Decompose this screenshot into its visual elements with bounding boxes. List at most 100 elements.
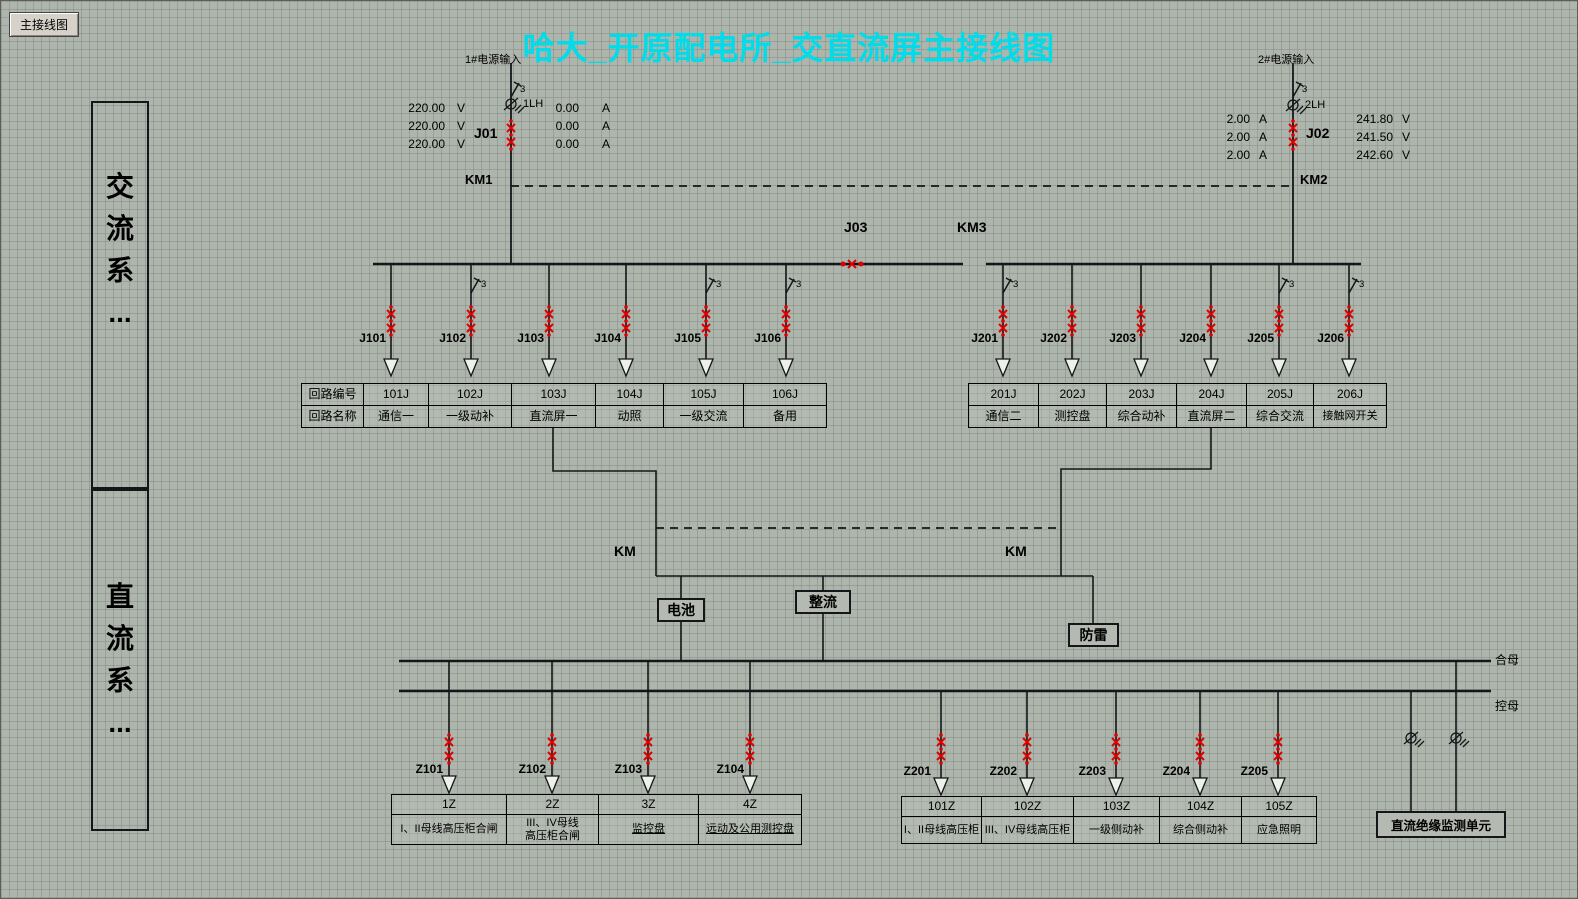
ct-icon bbox=[1403, 731, 1425, 748]
bus-tie-breaker-icon[interactable] bbox=[839, 259, 865, 269]
feeder-arrow-icon bbox=[1270, 777, 1286, 796]
circuit-code-cell: 101Z bbox=[902, 797, 982, 817]
circuit-name-cell: 一级侧动补 bbox=[1074, 817, 1160, 844]
circuit-name-cell: 通信二 bbox=[969, 406, 1039, 428]
circuit-name-cell: 通信一 bbox=[364, 406, 429, 428]
circuit-code-cell: 201J bbox=[969, 384, 1039, 406]
circuit-name-cell: 综合侧动补 bbox=[1160, 817, 1242, 844]
circuit-code-cell: 102J bbox=[429, 384, 512, 406]
phase-count-label: 3 bbox=[1289, 279, 1295, 290]
feeder-arrow-icon bbox=[995, 358, 1011, 377]
volt-unit: V bbox=[457, 119, 466, 133]
phase-count-label: 3 bbox=[1302, 84, 1308, 95]
tab-main-diagram[interactable]: 主接线图 bbox=[9, 12, 80, 37]
ac-left-circuit-table: 回路编号 101J 102J 103J 104J 105J 106J 回路名称 … bbox=[301, 383, 827, 428]
disconnect-switch-icon bbox=[1278, 277, 1290, 294]
circuit-code-cell: 106J bbox=[744, 384, 827, 406]
volt-unit: V bbox=[457, 101, 466, 115]
amp-unit: A bbox=[602, 119, 611, 133]
feeder-arrow-icon bbox=[1019, 777, 1035, 796]
battery-box: 电池 bbox=[657, 598, 705, 622]
feeder-label-j103: J103 bbox=[517, 331, 544, 345]
voltage-reading: 241.80 bbox=[1356, 112, 1393, 126]
control-bus-label: 控母 bbox=[1495, 699, 1520, 713]
circuit-code-cell: 205J bbox=[1247, 384, 1314, 406]
circuit-code-cell: 202J bbox=[1039, 384, 1107, 406]
voltage-reading: 220.00 bbox=[408, 101, 445, 115]
circuit-code-cell: 203J bbox=[1107, 384, 1177, 406]
feeder-arrow-icon bbox=[441, 775, 457, 794]
feeder-label-j205: J205 bbox=[1247, 331, 1274, 345]
label-j01: J01 bbox=[474, 125, 498, 141]
ac-system-panel-label: 交 流 系 ... bbox=[91, 101, 149, 489]
arrester-box: 防雷 bbox=[1068, 623, 1119, 647]
phase-count-label: 3 bbox=[520, 84, 526, 95]
ac-right-circuit-table: 201J 202J 203J 204J 205J 206J 通信二 测控盘 综合… bbox=[968, 383, 1387, 428]
feeder-arrow-icon bbox=[541, 358, 557, 377]
circuit-name-cell: III、IV母线 高压柜合闸 bbox=[507, 815, 599, 845]
feeder-arrow-icon bbox=[1064, 358, 1080, 377]
circuit-name-cell: 一级交流 bbox=[664, 406, 744, 428]
ct-icon bbox=[503, 97, 525, 114]
feeder-arrow-icon bbox=[698, 358, 714, 377]
circuit-code-cell: 103Z bbox=[1074, 797, 1160, 817]
source1-ct-label: 1LH bbox=[523, 98, 544, 110]
volt-unit: V bbox=[1402, 148, 1411, 162]
table-header-cell: 回路编号 bbox=[302, 384, 364, 406]
circuit-code-cell: 102Z bbox=[982, 797, 1074, 817]
dc-insulation-monitor-box: 直流绝缘监测单元 bbox=[1376, 811, 1506, 838]
phase-count-label: 3 bbox=[1013, 279, 1019, 290]
feeder-arrow-icon bbox=[1133, 358, 1149, 377]
label-km1: KM1 bbox=[465, 172, 493, 187]
disconnect-switch-icon bbox=[1002, 277, 1014, 294]
feeder-label-z202: Z202 bbox=[989, 764, 1017, 778]
current-reading: 2.00 bbox=[1226, 112, 1250, 126]
feeder-label-z204: Z204 bbox=[1162, 764, 1190, 778]
feeder-label-j102: J102 bbox=[439, 331, 466, 345]
amp-unit: A bbox=[602, 101, 611, 115]
phase-count-label: 3 bbox=[796, 279, 802, 290]
amp-unit: A bbox=[1259, 130, 1268, 144]
circuit-name-cell: 应急照明 bbox=[1242, 817, 1317, 844]
circuit-name-cell[interactable]: 远动及公用测控盘 bbox=[699, 815, 802, 845]
current-reading: 0.00 bbox=[555, 119, 579, 133]
voltage-reading: 220.00 bbox=[408, 119, 445, 133]
feeder-arrow-icon bbox=[640, 775, 656, 794]
voltage-reading: 220.00 bbox=[408, 137, 445, 151]
feeder-label-z203: Z203 bbox=[1078, 764, 1106, 778]
closing-bus-label: 合母 bbox=[1495, 653, 1520, 667]
feeder-arrow-icon bbox=[383, 358, 399, 377]
phase-count-label: 3 bbox=[1359, 279, 1365, 290]
phase-count-label: 3 bbox=[481, 279, 487, 290]
feeder-arrow-icon bbox=[933, 777, 949, 796]
feeder-label-j206: J206 bbox=[1317, 331, 1344, 345]
feeder-label-z104: Z104 bbox=[716, 762, 744, 776]
ct-icon bbox=[1448, 731, 1470, 748]
feeder-arrow-icon bbox=[463, 358, 479, 377]
circuit-code-cell: 1Z bbox=[392, 795, 507, 815]
feeder-label-j203: J203 bbox=[1109, 331, 1136, 345]
feeder-label-z103: Z103 bbox=[614, 762, 642, 776]
ct-icon bbox=[1285, 98, 1307, 115]
circuit-name-cell[interactable]: 监控盘 bbox=[599, 815, 699, 845]
disconnect-switch-icon bbox=[705, 277, 717, 294]
amp-unit: A bbox=[1259, 148, 1268, 162]
label-j03: J03 bbox=[844, 219, 868, 235]
label-km3: KM3 bbox=[957, 219, 987, 235]
source1-name: 1#电源输入 bbox=[465, 54, 522, 66]
circuit-name-cell: 测控盘 bbox=[1039, 406, 1107, 428]
circuit-code-cell: 206J bbox=[1314, 384, 1387, 406]
circuit-code-cell: 4Z bbox=[699, 795, 802, 815]
circuit-name-cell: 一级动补 bbox=[429, 406, 512, 428]
feeder-label-j202: J202 bbox=[1040, 331, 1067, 345]
circuit-name-cell: 动照 bbox=[596, 406, 664, 428]
feeder-arrow-icon bbox=[1341, 358, 1357, 377]
feeder-label-j106: J106 bbox=[754, 331, 781, 345]
circuit-code-cell: 3Z bbox=[599, 795, 699, 815]
table-header-cell: 回路名称 bbox=[302, 406, 364, 428]
circuit-name-cell: 综合交流 bbox=[1247, 406, 1314, 428]
feeder-arrow-icon bbox=[544, 775, 560, 794]
current-reading: 2.00 bbox=[1226, 130, 1250, 144]
circuit-name-cell: I、II母线高压柜 bbox=[902, 817, 982, 844]
label-km-left: KM bbox=[614, 543, 636, 559]
